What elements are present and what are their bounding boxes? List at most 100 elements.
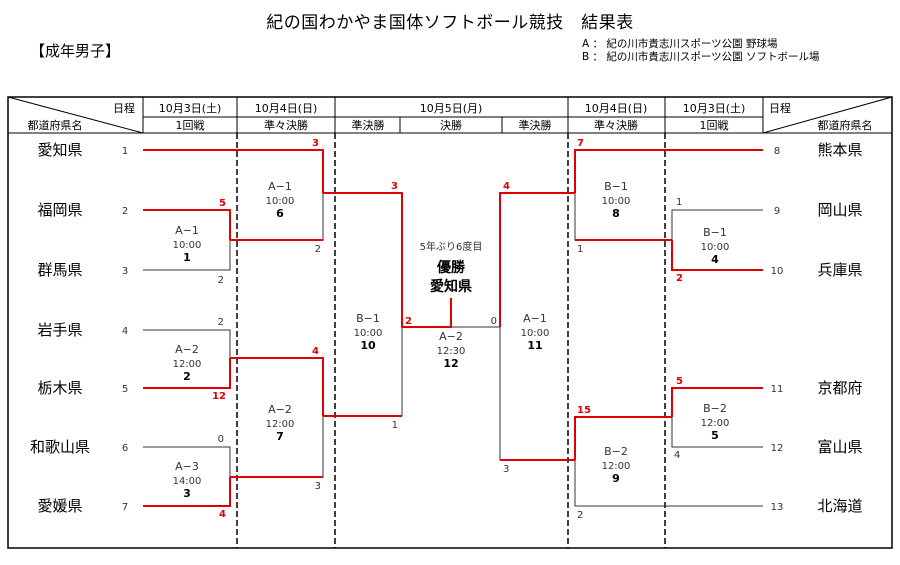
game-11-time: 10:00 <box>521 328 550 339</box>
team-name-left: 和歌山県 <box>30 438 90 456</box>
venue-b: B ： 紀の川市貴志川スポーツ公園 ソフトボール場 <box>582 51 820 63</box>
score-loser-final: 0 <box>491 316 497 327</box>
header-diagonal-right <box>762 96 893 134</box>
team-name-left: 栃木県 <box>37 379 82 397</box>
team-seed-right: 9 <box>774 206 780 217</box>
team-seed-left: 6 <box>122 443 128 454</box>
score-winner: 12 <box>212 391 226 402</box>
team-seed-left: 2 <box>122 206 128 217</box>
game-7-court: A−2 <box>268 403 292 416</box>
bracket-line-winner <box>671 240 763 271</box>
team-seed-left: 5 <box>122 384 128 395</box>
score-winner-final: 2 <box>405 316 412 327</box>
bracket-line-loser <box>143 329 231 358</box>
game-8-number: 8 <box>612 207 620 220</box>
category-label: 【成年男子】 <box>30 42 121 60</box>
schedule-label-left: 日程 <box>113 102 135 115</box>
team-seed-right: 10 <box>771 266 784 277</box>
header-round: 1回戦 <box>700 119 729 132</box>
game-6-number: 6 <box>276 207 284 220</box>
game-7-number: 7 <box>276 430 284 443</box>
score-loser: 1 <box>577 244 583 255</box>
bracket-line-winner <box>323 192 403 327</box>
header-date: 10月4日(日) <box>585 102 648 115</box>
score-loser: 2 <box>218 317 224 328</box>
bracket-line-loser <box>574 460 763 507</box>
game-9-number: 9 <box>612 472 620 485</box>
team-name-right: 兵庫県 <box>817 261 862 279</box>
game-2-time: 12:00 <box>173 359 202 370</box>
header-date: 10月3日(土) <box>159 102 222 115</box>
score-winner: 3 <box>312 138 319 149</box>
game-3-number: 3 <box>183 487 191 500</box>
prefecture-label-left: 都道府県名 <box>28 118 83 132</box>
score-loser: 4 <box>674 450 680 461</box>
bracket-line-winner <box>574 149 763 193</box>
team-name-left: 群馬県 <box>37 261 82 279</box>
game-9-time: 12:00 <box>602 461 631 472</box>
prefecture-label-right: 都道府県名 <box>818 118 873 132</box>
team-name-left: 愛媛県 <box>37 497 82 515</box>
score-loser: 3 <box>503 464 509 475</box>
header-round: 準決勝 <box>352 118 385 132</box>
game-10-court: B−1 <box>356 312 380 325</box>
header-date: 10月5日(月) <box>420 102 483 115</box>
game-11-number: 11 <box>527 339 542 352</box>
team-seed-left: 7 <box>122 502 128 513</box>
bracket-line-winner <box>230 357 324 416</box>
game-3-time: 14:00 <box>173 476 202 487</box>
header-round: 1回戦 <box>176 119 205 132</box>
score-winner: 7 <box>577 138 584 149</box>
team-seed-left: 1 <box>122 146 128 157</box>
game-12-time: 12:30 <box>437 346 466 357</box>
bracket-line-winner <box>143 209 231 240</box>
bracket-line-winner <box>143 149 324 193</box>
bracket-line-loser <box>143 240 231 271</box>
bracket-line-winner <box>402 298 452 328</box>
game-2-court: A−2 <box>175 343 199 356</box>
header-round: 決勝 <box>440 118 462 132</box>
score-loser: 2 <box>218 275 224 286</box>
game-8-time: 10:00 <box>602 196 631 207</box>
header-date: 10月4日(日) <box>255 102 318 115</box>
header-round: 準決勝 <box>519 118 552 132</box>
team-name-right: 富山県 <box>817 438 862 456</box>
score-winner: 3 <box>391 181 398 192</box>
score-winner: 4 <box>503 181 510 192</box>
game-6-court: A−1 <box>268 180 292 193</box>
game-7-time: 12:00 <box>266 419 295 430</box>
bracket-frame <box>7 96 893 549</box>
score-winner: 5 <box>219 198 226 209</box>
game-11-court: A−1 <box>523 312 547 325</box>
team-seed-right: 11 <box>771 384 784 395</box>
game-10-time: 10:00 <box>354 328 383 339</box>
bracket-line-loser <box>671 209 763 240</box>
score-loser: 1 <box>392 420 398 431</box>
bracket-line-loser <box>143 446 231 477</box>
game-6-time: 10:00 <box>266 196 295 207</box>
bracket-line-winner <box>671 387 763 417</box>
team-seed-left: 4 <box>122 326 128 337</box>
header-round: 準々決勝 <box>264 118 308 132</box>
game-1-time: 10:00 <box>173 240 202 251</box>
bracket-line-loser <box>671 417 763 448</box>
score-winner: 4 <box>312 346 319 357</box>
score-loser: 2 <box>315 244 321 255</box>
champion-note: 5年ぶり6度目 <box>420 240 483 253</box>
score-winner: 4 <box>219 509 226 520</box>
game-4-time: 10:00 <box>701 242 730 253</box>
team-name-right: 熊本県 <box>817 141 862 159</box>
team-name-left: 岩手県 <box>37 321 82 339</box>
game-4-court: B−1 <box>703 226 727 239</box>
game-2-number: 2 <box>183 370 191 383</box>
game-5-number: 5 <box>711 429 719 442</box>
game-1-court: A−1 <box>175 224 199 237</box>
game-12-number: 12 <box>443 357 458 370</box>
score-winner: 5 <box>676 376 683 387</box>
header-date: 10月3日(土) <box>683 102 746 115</box>
score-loser: 3 <box>315 481 321 492</box>
team-name-right: 北海道 <box>817 497 862 515</box>
bracket-line-winner <box>574 416 672 460</box>
team-name-left: 愛知県 <box>37 141 82 159</box>
header-round: 準々決勝 <box>594 118 638 132</box>
